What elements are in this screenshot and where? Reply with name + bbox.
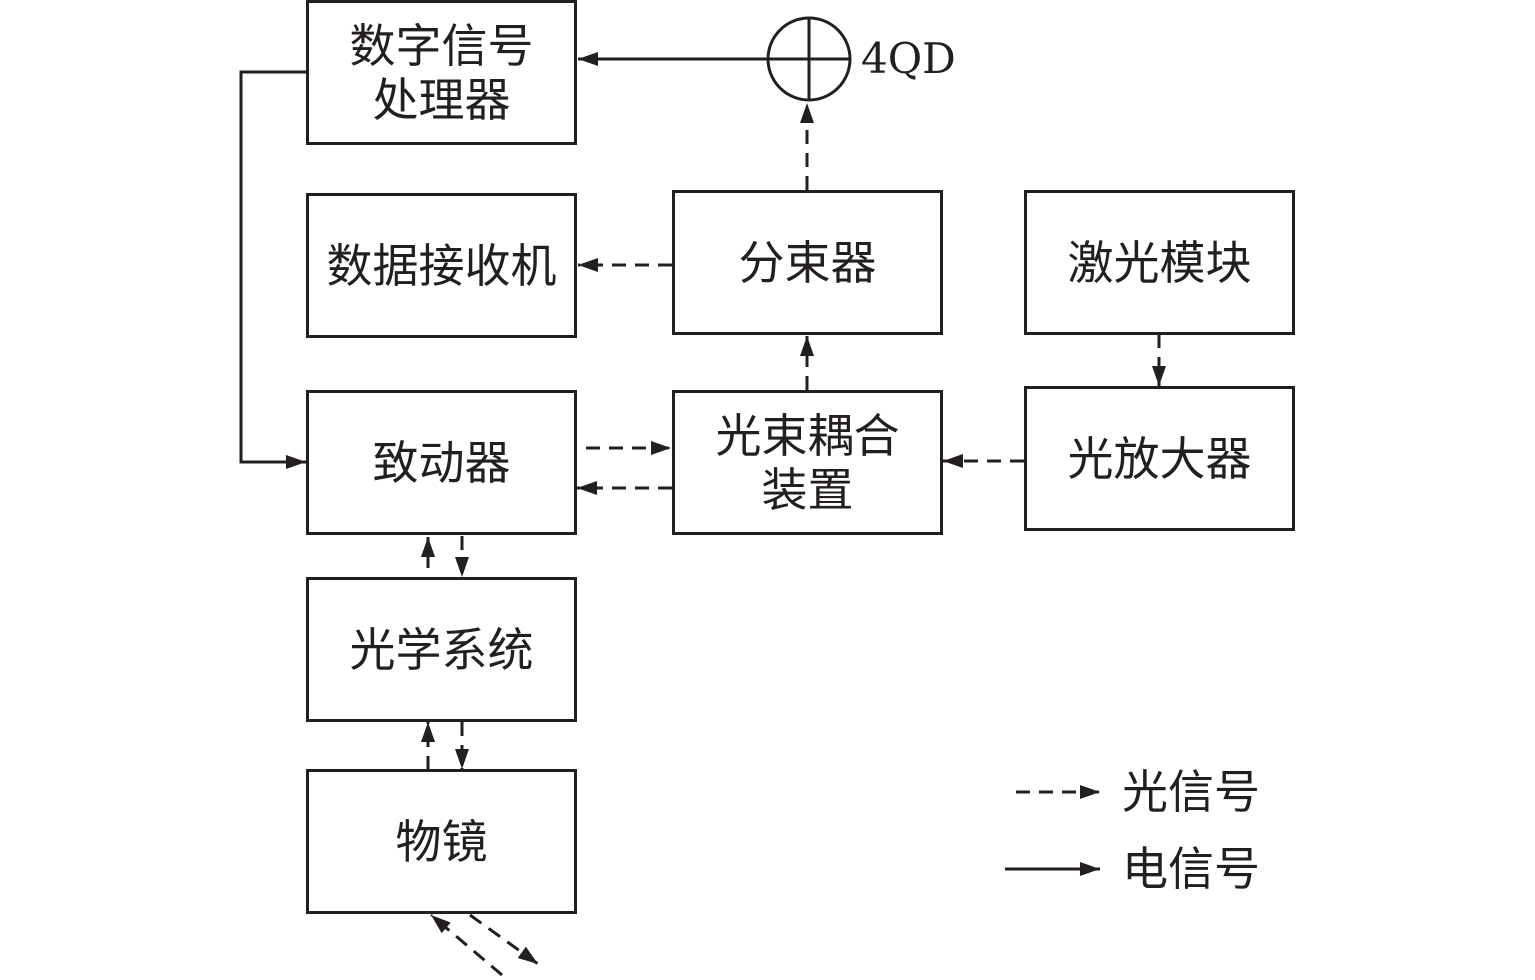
optical-amplifier-block: 光放大器 <box>1024 386 1295 531</box>
line-external-out <box>469 913 539 966</box>
beam-coupler-block: 光束耦合 装置 <box>672 390 943 535</box>
line-external-in <box>430 913 503 977</box>
line-dsp-to-actuator <box>239 70 308 469</box>
dsp-block: 数字信号 处理器 <box>306 0 577 145</box>
legend-optical-label: 光信号 <box>1122 765 1260 819</box>
4qd-label: 4QD <box>861 34 956 83</box>
optical-system-block: 光学系统 <box>306 577 577 722</box>
objective-lens-block: 物镜 <box>306 769 577 914</box>
data-receiver-block: 数据接收机 <box>306 193 577 338</box>
beam-splitter-block: 分束器 <box>672 190 943 335</box>
laser-module-block: 激光模块 <box>1024 190 1295 335</box>
4qd-detector-icon <box>766 16 852 102</box>
actuator-block: 致动器 <box>306 390 577 535</box>
legend-electrical-label: 电信号 <box>1122 842 1260 896</box>
